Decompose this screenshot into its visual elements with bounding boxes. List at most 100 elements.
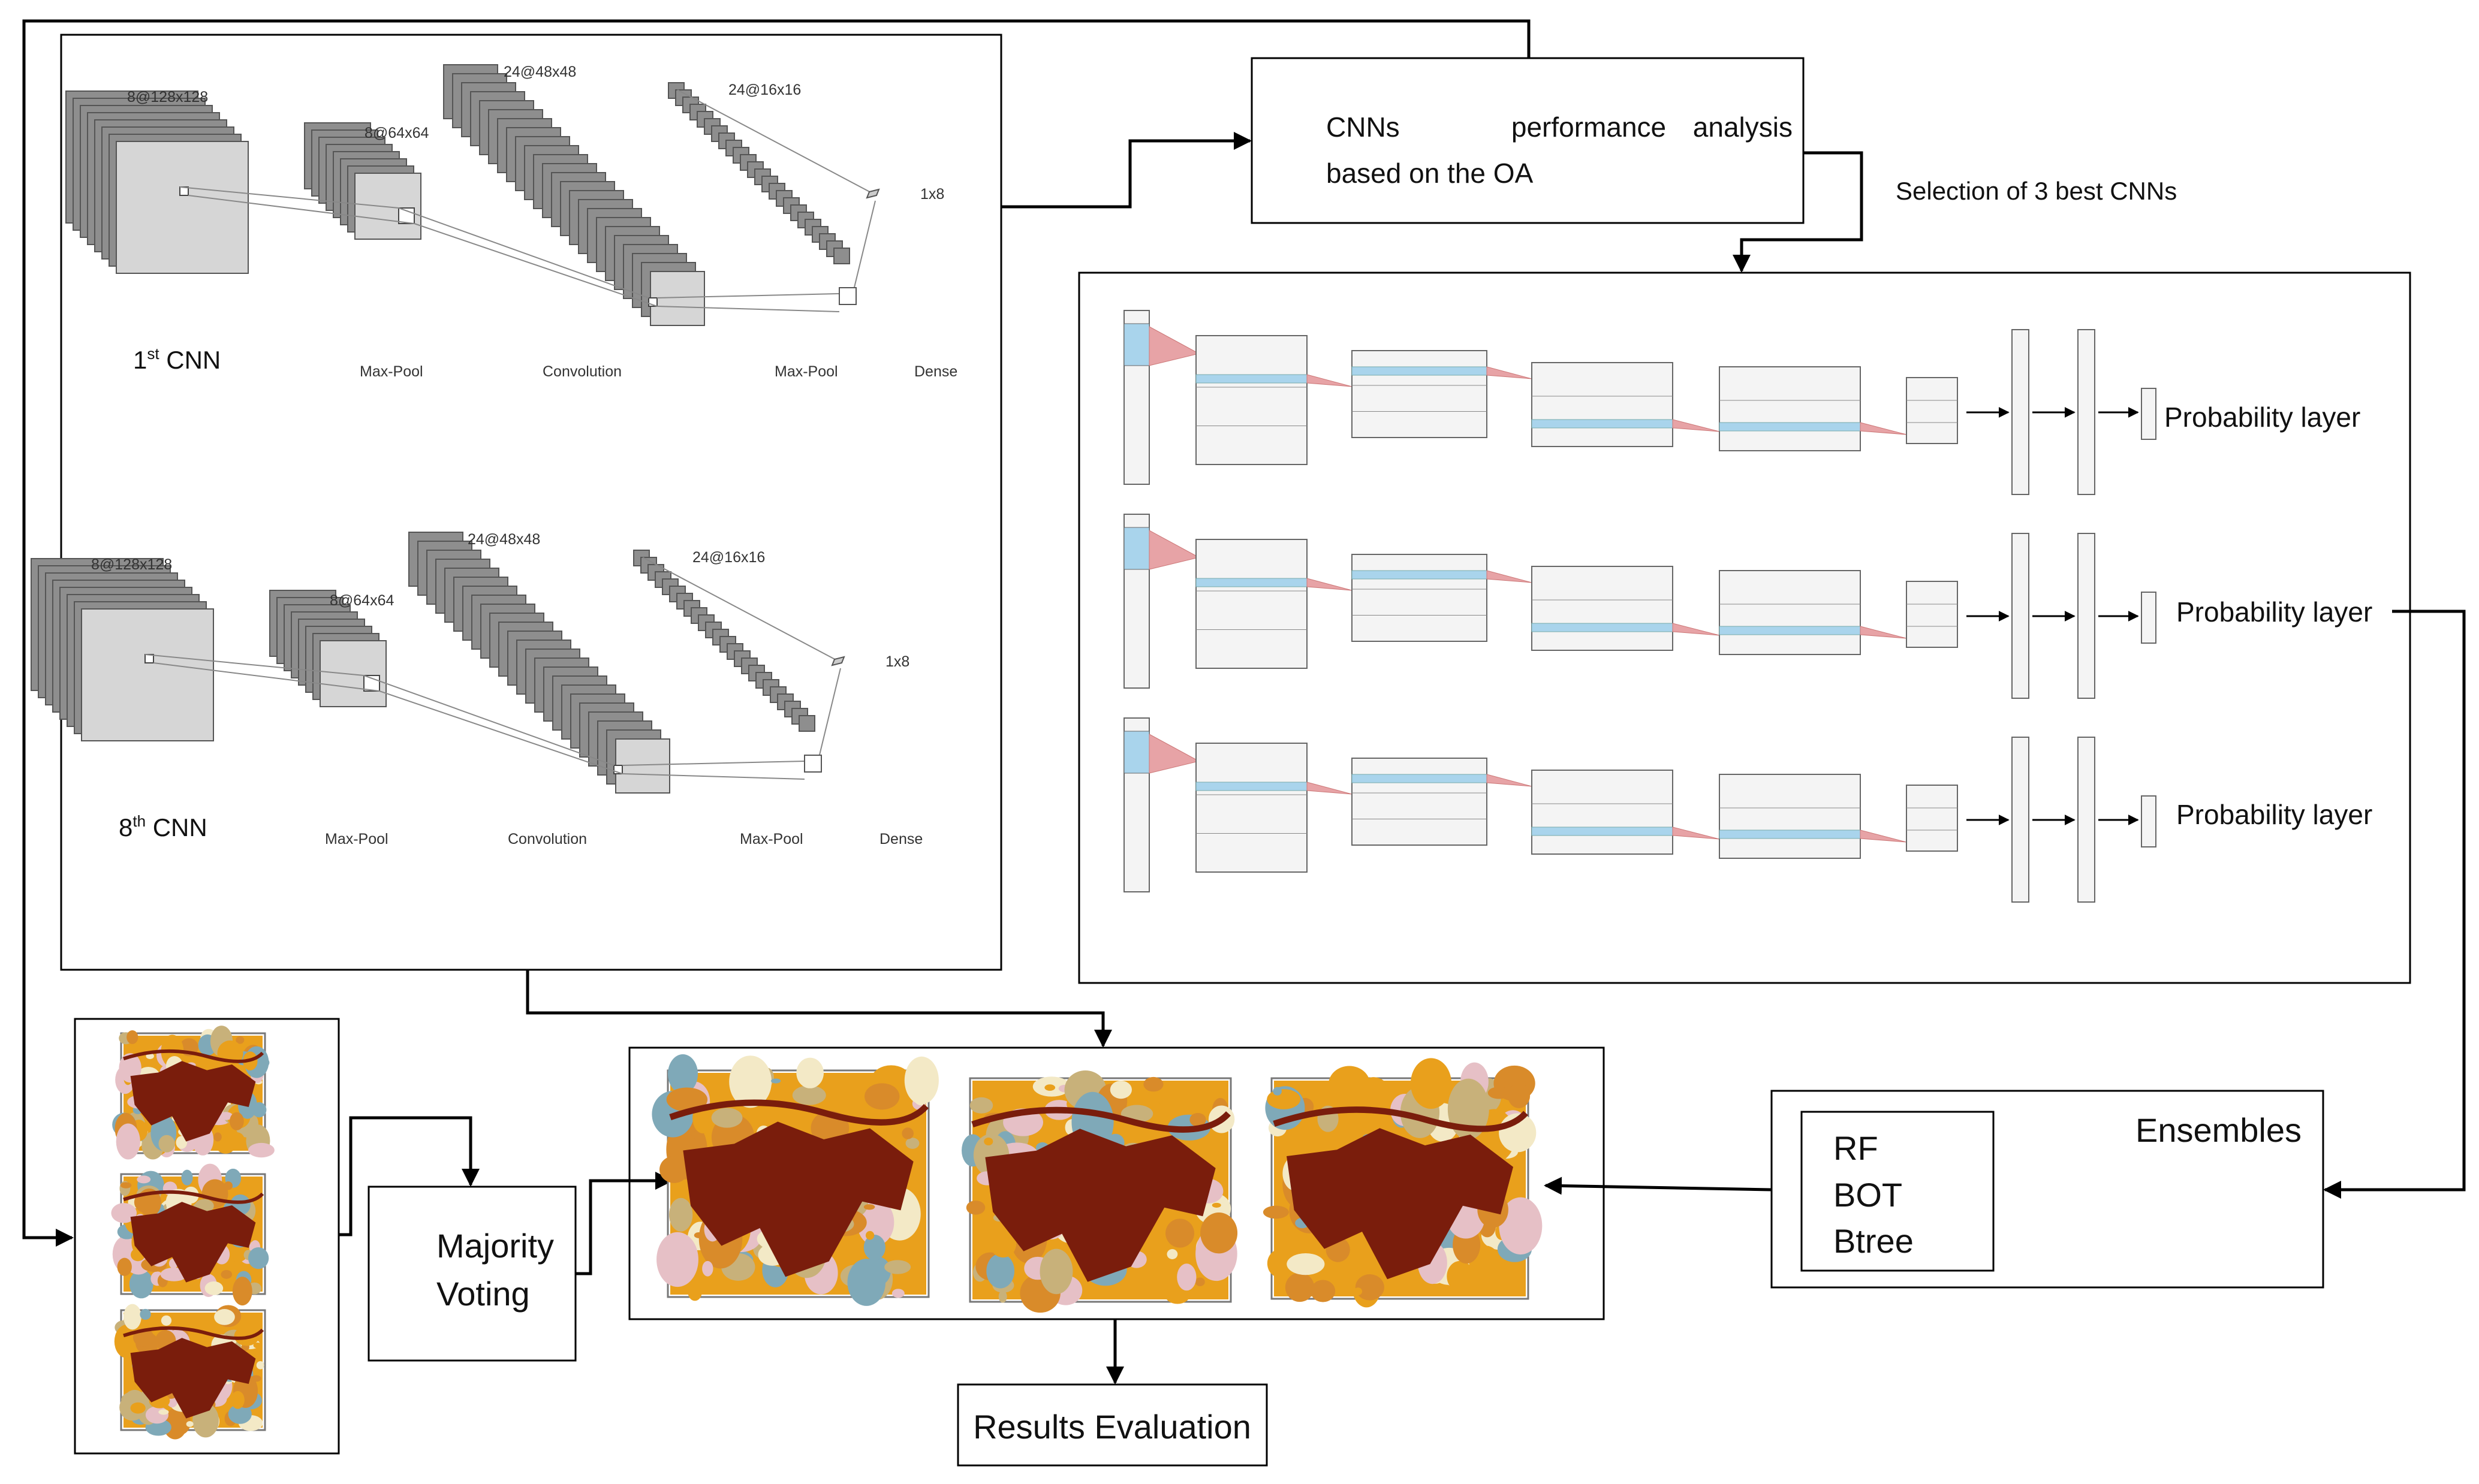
row-block-highlight (1531, 419, 1673, 429)
arrow-panel-to-results (526, 970, 1112, 1048)
result-map-3-patch (1328, 1066, 1370, 1104)
result-map-3-patch (1273, 1087, 1282, 1096)
row-block (1351, 758, 1487, 846)
projection-line (144, 654, 365, 676)
result-map-3-patch (1355, 1274, 1384, 1301)
projection-line (677, 89, 876, 195)
list-map-3-patch (161, 1315, 172, 1326)
first-input-shape: 8@128x128 (127, 89, 208, 105)
result-map-2-patch (1200, 1212, 1238, 1254)
ensemble-item-bot: BOT (1833, 1176, 1902, 1214)
row-dense-column (2011, 329, 2029, 495)
projection-line (363, 675, 615, 766)
input-feature-map (81, 608, 214, 741)
row-block (1531, 770, 1673, 855)
row-block (1195, 335, 1308, 465)
row-block (1531, 566, 1673, 651)
projection-line (188, 195, 415, 224)
result-map-1-patch (711, 1108, 743, 1128)
row-fan (1860, 830, 1907, 843)
dense-block (839, 287, 857, 305)
list-map-1-patch (119, 1053, 141, 1083)
result-map-1-patch (865, 1230, 875, 1240)
classification-maps (111, 1025, 1543, 1440)
analysis-word-3: analysis (1693, 111, 1793, 143)
row-small-block (1906, 377, 1958, 444)
row-fan (1672, 623, 1720, 636)
result-map-2-patch (1014, 1091, 1031, 1101)
projection-line (622, 761, 805, 766)
result-map-3-patch (1354, 1287, 1363, 1295)
connectors (22, 19, 2466, 1385)
row-block-highlight (1195, 578, 1308, 587)
row-block (1531, 362, 1673, 447)
result-map-1-patch (669, 1198, 693, 1232)
conv-feature-map (650, 271, 705, 326)
list-map-2-patch (137, 1175, 151, 1184)
eighth-label-dense: Dense (879, 831, 923, 847)
row-block-highlight (1351, 774, 1487, 783)
result-map-2-patch (1040, 1248, 1073, 1295)
row-input-highlight (1123, 731, 1150, 774)
first-label-convolution: Convolution (543, 363, 622, 380)
list-map-3-patch (256, 1361, 264, 1370)
row-fan (1306, 374, 1353, 387)
majority-voting-line-1: Majority (436, 1227, 554, 1265)
list-map-3-patch (145, 1406, 169, 1424)
dense-node (831, 656, 845, 666)
result-map-1-river (669, 1099, 929, 1126)
list-map-1-patch (230, 1112, 244, 1130)
result-map-2-patch (1212, 1202, 1221, 1208)
list-map-1-patch (219, 1112, 233, 1120)
result-map-2-patch (998, 1290, 1007, 1303)
eighth-conv-shape: 24@48x48 (468, 531, 540, 548)
first-dense-shape: 1x8 (920, 186, 944, 203)
row-fan (1486, 774, 1532, 787)
results-evaluation-box (957, 1383, 1268, 1467)
list-map-1-patch (236, 1036, 245, 1044)
ensemble-item-btree: Btree (1833, 1222, 1914, 1260)
projection-line (153, 662, 380, 692)
result-map-2-patch (966, 1201, 986, 1215)
probability-label-3: Probability layer (2176, 799, 2372, 830)
row-output-layer (2141, 795, 2156, 847)
result-map-1-urban (683, 1121, 914, 1277)
list-map-2-patch (204, 1281, 224, 1295)
list-map-2-urban (130, 1202, 256, 1283)
list-map-2-patch (111, 1203, 137, 1223)
row-block-highlight (1531, 827, 1673, 836)
list-map-1-patch (252, 1102, 267, 1118)
eighth-pool1-shape: 8@64x64 (330, 592, 394, 609)
list-map-1-river (123, 1049, 264, 1063)
result-map-3-patch (1311, 1280, 1336, 1302)
list-map-2-patch (232, 1277, 252, 1306)
row-dense-column (2077, 329, 2095, 495)
probability-label-1: Probability layer (2164, 402, 2360, 433)
loop-arrow (22, 19, 1531, 1247)
first-pool2-shape: 24@16x16 (728, 82, 801, 98)
result-map-2-patch (1167, 1249, 1178, 1259)
projection-line (851, 200, 876, 300)
projection-line (816, 668, 841, 768)
list-map-3-patch (186, 1421, 194, 1427)
list-map-3-river (123, 1326, 264, 1340)
list-map-1-patch (213, 1132, 222, 1142)
majority-voting-box (368, 1186, 577, 1362)
pool1-feature-map (320, 640, 387, 707)
row-output-layer (2141, 388, 2156, 440)
result-map-1-patch (914, 1090, 929, 1106)
row-block (1351, 554, 1487, 642)
result-map-1-patch (666, 1087, 708, 1112)
result-map-2-patch (1165, 1218, 1195, 1248)
result-map-1-patch (694, 1232, 704, 1238)
row-block-highlight (1351, 570, 1487, 580)
list-map-1-urban (130, 1061, 256, 1142)
first-pool1-shape: 8@64x64 (365, 125, 429, 141)
result-map-2-patch (1143, 1076, 1164, 1092)
row-fan (1306, 578, 1353, 591)
row-block (1719, 774, 1861, 859)
result-map-1-patch (884, 1260, 911, 1274)
row-fan (1672, 419, 1720, 432)
input-feature-map (116, 141, 249, 274)
list-map-2-patch (221, 1269, 233, 1279)
